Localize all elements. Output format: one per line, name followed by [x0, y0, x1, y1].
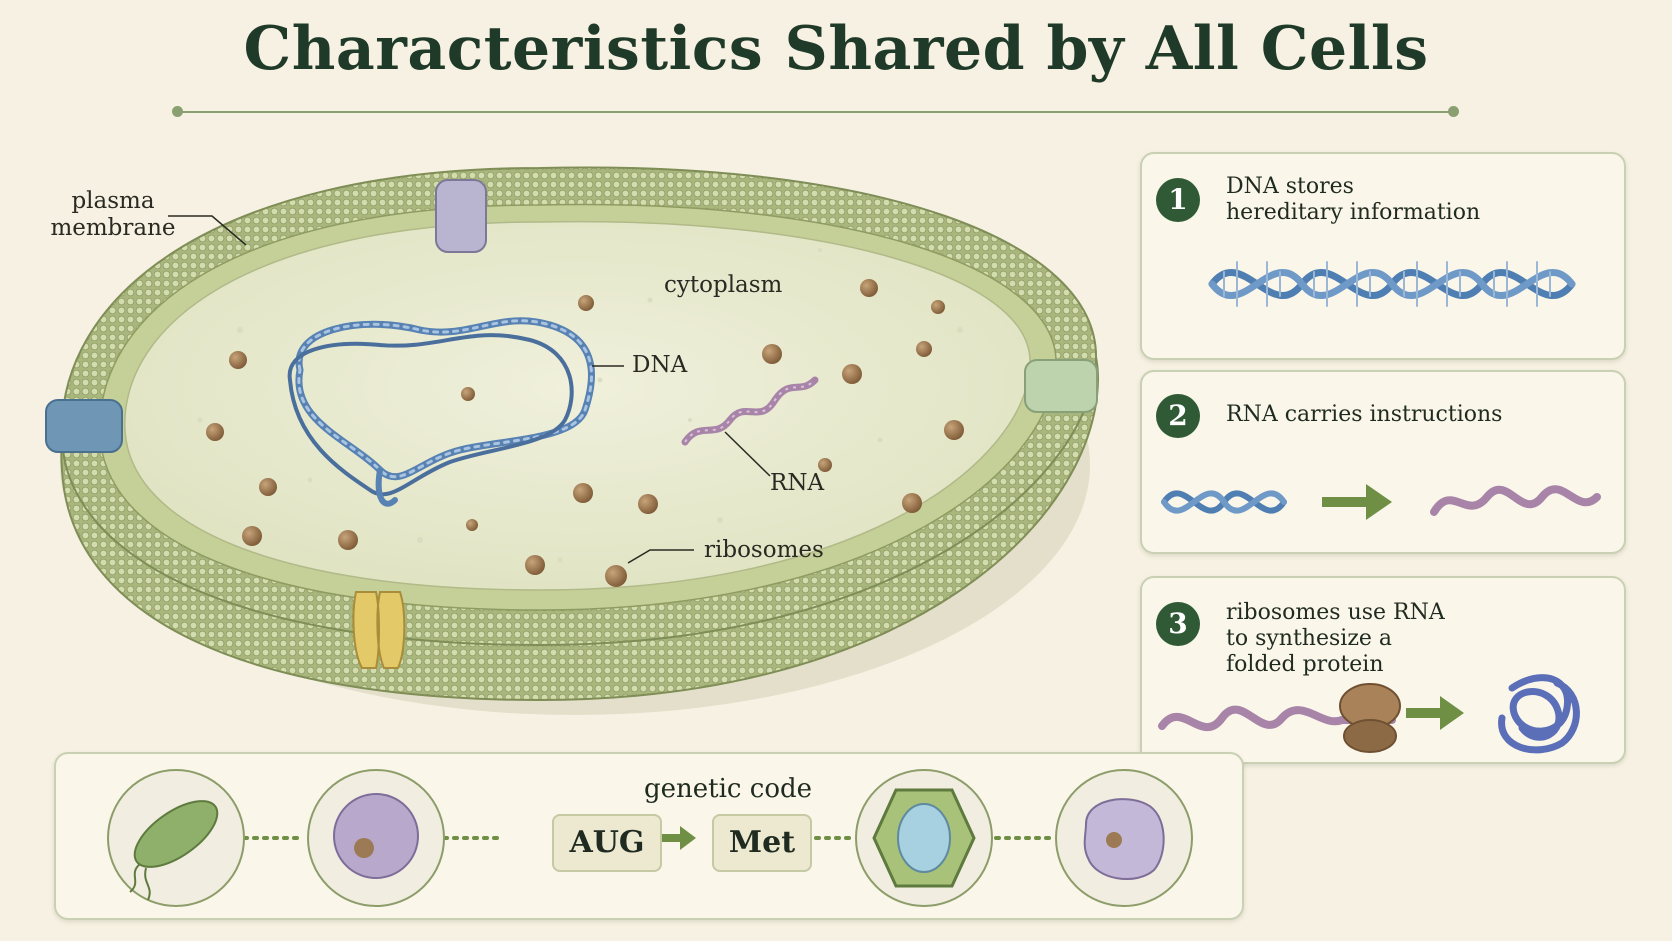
- ribosome-icon: [1339, 683, 1401, 753]
- title-divider: [178, 111, 1454, 113]
- folded-protein-icon: [1498, 674, 1580, 754]
- bacterium-icon: [107, 769, 245, 907]
- genetic-code-label: genetic code: [644, 774, 812, 804]
- panel-1-badge: 1: [1156, 178, 1200, 222]
- label-rna: RNA: [770, 470, 825, 496]
- codon-box: AUG: [552, 814, 662, 872]
- divider-dot-left: [172, 106, 183, 117]
- label-dna: DNA: [632, 352, 688, 378]
- plant-cell-icon: [855, 769, 993, 907]
- label-cytoplasm: cytoplasm: [664, 272, 783, 298]
- panel-3-badge: 3: [1156, 602, 1200, 646]
- ribosomes-group: [206, 279, 964, 587]
- amino-acid-box: Met: [712, 814, 812, 872]
- arrow-right-icon: [1322, 484, 1392, 520]
- membrane-channel: [352, 591, 406, 669]
- label-plasma-membrane: plasma membrane: [50, 188, 176, 241]
- panel-1-text: DNA stores hereditary information: [1226, 174, 1481, 225]
- membrane-protein-top: [435, 179, 487, 253]
- page-title: Characteristics Shared by All Cells: [243, 14, 1429, 84]
- genetic-code-panel: genetic code AUG Met: [54, 752, 1244, 920]
- animal-cell-icon: [307, 769, 445, 907]
- panel-ribosomes-synthesize: 3 ribosomes use RNA to synthesize a fold…: [1140, 576, 1626, 764]
- panel-rna-carries: 2 RNA carries instructions: [1140, 370, 1626, 554]
- panel-3-text: ribosomes use RNA to synthesize a folded…: [1226, 600, 1445, 677]
- membrane-protein-left: [45, 399, 123, 453]
- panel-dna-stores: 1 DNA stores hereditary information: [1140, 152, 1626, 360]
- amoeba-cell-icon: [1055, 769, 1193, 907]
- mrna-strand-icon: [1158, 705, 1396, 732]
- panel-2-badge: 2: [1156, 394, 1200, 438]
- panel-2-text: RNA carries instructions: [1226, 402, 1503, 427]
- dna-helix-small-icon: [1161, 490, 1287, 514]
- cell-illustration: [45, 166, 1100, 715]
- dna-helix-icon: [1208, 261, 1576, 307]
- circular-dna: [287, 317, 595, 507]
- arrow-right-icon-2: [1406, 696, 1464, 730]
- label-ribosomes: ribosomes: [704, 537, 824, 563]
- arrow-right-icon-3: [654, 826, 696, 850]
- membrane-protein-right: [1024, 359, 1098, 413]
- rna-strand-icon: [1430, 485, 1601, 516]
- divider-dot-right: [1448, 106, 1459, 117]
